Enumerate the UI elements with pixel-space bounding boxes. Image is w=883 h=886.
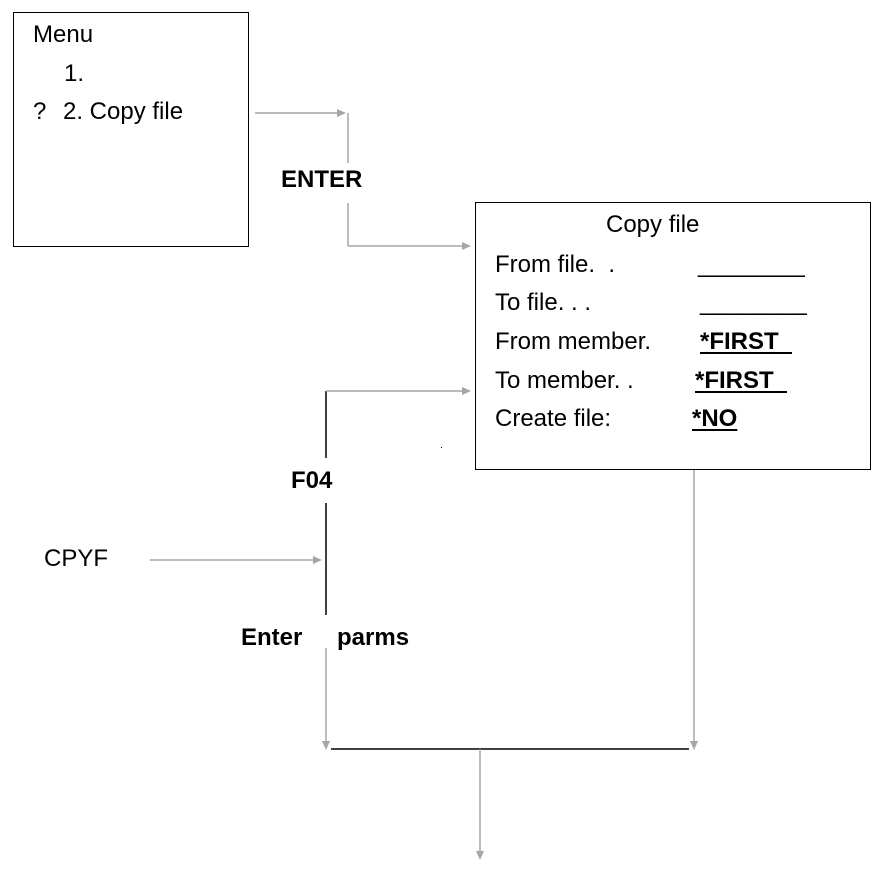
enter-key-label: ENTER [281, 166, 363, 193]
enter-parms-label-enter: Enter [241, 624, 303, 651]
arrowhead-right [313, 556, 322, 564]
menu-item-1[interactable]: 1. [64, 60, 85, 87]
field-value-create-file[interactable]: *NO [692, 405, 738, 432]
menu-title: Menu [33, 21, 94, 48]
cpyf-command-label: CPYF [44, 545, 109, 572]
copy-file-screen: Copy file From file. . ________ To file.… [475, 202, 871, 470]
field-value-from-file[interactable]: ________ [698, 251, 805, 278]
menu-screen: Menu 1. ? 2. Copy file [13, 12, 249, 247]
field-label-from-file: From file. . [495, 251, 616, 278]
arrowhead-right [337, 109, 346, 117]
menu-item-2[interactable]: 2. Copy file [63, 98, 184, 125]
field-label-create-file: Create file: [495, 405, 612, 432]
menu-item-2-marker: ? [33, 98, 47, 125]
arrowhead-down [322, 741, 330, 750]
enter-parms-label-parms: parms [337, 624, 410, 651]
arrowhead-right [462, 387, 471, 395]
field-label-from-member: From member. [495, 328, 652, 355]
field-label-to-member: To member. . [495, 367, 634, 394]
copy-file-title: Copy file [606, 211, 700, 238]
f04-key-label: F04 [291, 467, 333, 494]
field-value-to-file[interactable]: ________ [700, 289, 807, 316]
field-value-from-member[interactable]: *FIRST [700, 328, 793, 355]
field-value-to-member[interactable]: *FIRST [695, 367, 788, 394]
arrowhead-down [476, 851, 484, 860]
arrowhead-right [462, 242, 471, 250]
arrowhead-down [690, 741, 698, 750]
field-label-to-file: To file. . . [495, 289, 592, 316]
stray-dot [441, 447, 442, 448]
